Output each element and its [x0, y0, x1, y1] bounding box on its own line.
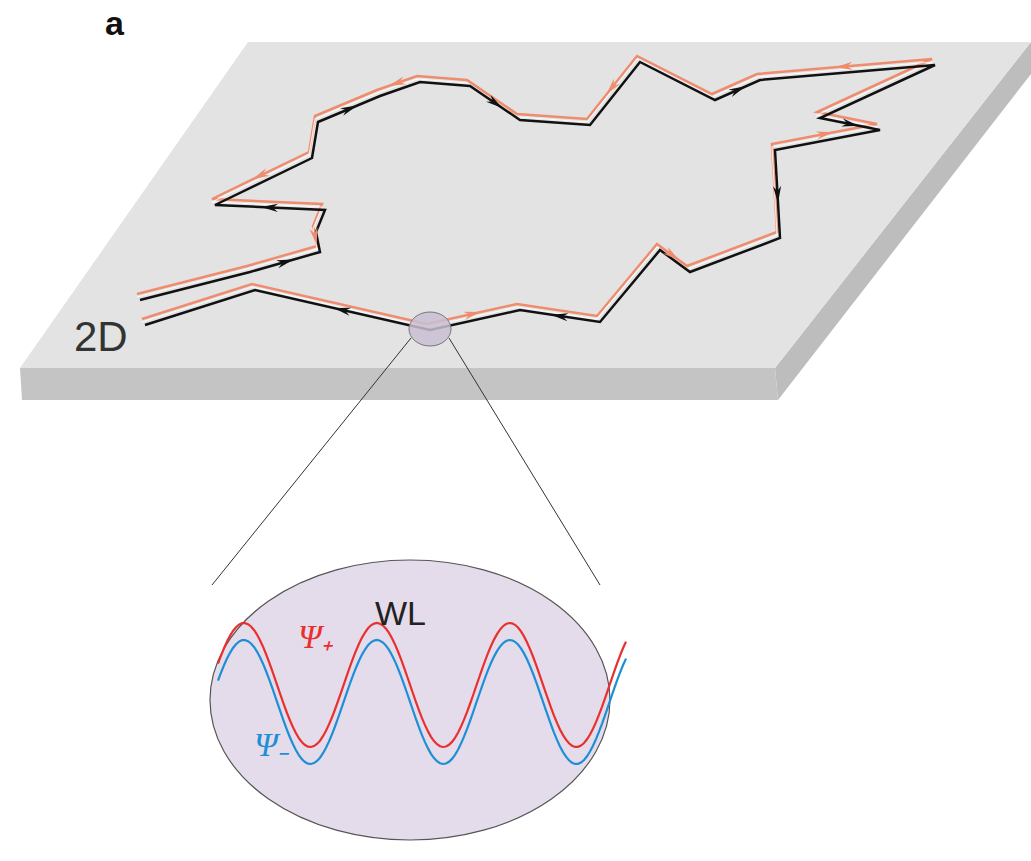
- forward-arrow: [261, 204, 278, 212]
- forward-arrow: [486, 95, 502, 108]
- reversed-arrow: [836, 62, 853, 70]
- psi-minus-label: Ψ₋: [254, 728, 289, 762]
- reversed-arrow: [389, 76, 406, 85]
- forward-arrow: [773, 186, 781, 203]
- forward-arrow: [340, 106, 357, 116]
- forward-arrow: [276, 260, 293, 269]
- panel-letter: a: [105, 6, 124, 40]
- reversed-path: [137, 56, 932, 324]
- plate-front: [20, 368, 778, 400]
- plate-top: [20, 42, 1031, 368]
- plate-label: 2D: [74, 316, 128, 358]
- forward-arrow: [551, 313, 568, 321]
- zoom-spot: [409, 312, 451, 346]
- forward-arrow: [841, 118, 858, 126]
- wave-minus: [218, 640, 626, 764]
- reversed-arrow: [816, 131, 833, 139]
- forward-path: [140, 62, 935, 330]
- path-highlight: [137, 59, 932, 327]
- wl-label: WL: [375, 596, 426, 630]
- forward-arrow: [334, 308, 352, 316]
- zoom-line: [449, 338, 600, 585]
- zoom-line: [212, 338, 411, 585]
- forward-arrow: [729, 86, 746, 97]
- zoom-ellipse: WL Ψ₊ Ψ₋: [200, 556, 640, 846]
- reversed-arrow: [663, 247, 679, 260]
- reversed-arrow: [606, 79, 620, 95]
- psi-plus-label: Ψ₊: [298, 620, 333, 654]
- reversed-arrow: [463, 312, 481, 320]
- reversed-arrow: [252, 168, 269, 179]
- reversed-arrow: [309, 227, 317, 244]
